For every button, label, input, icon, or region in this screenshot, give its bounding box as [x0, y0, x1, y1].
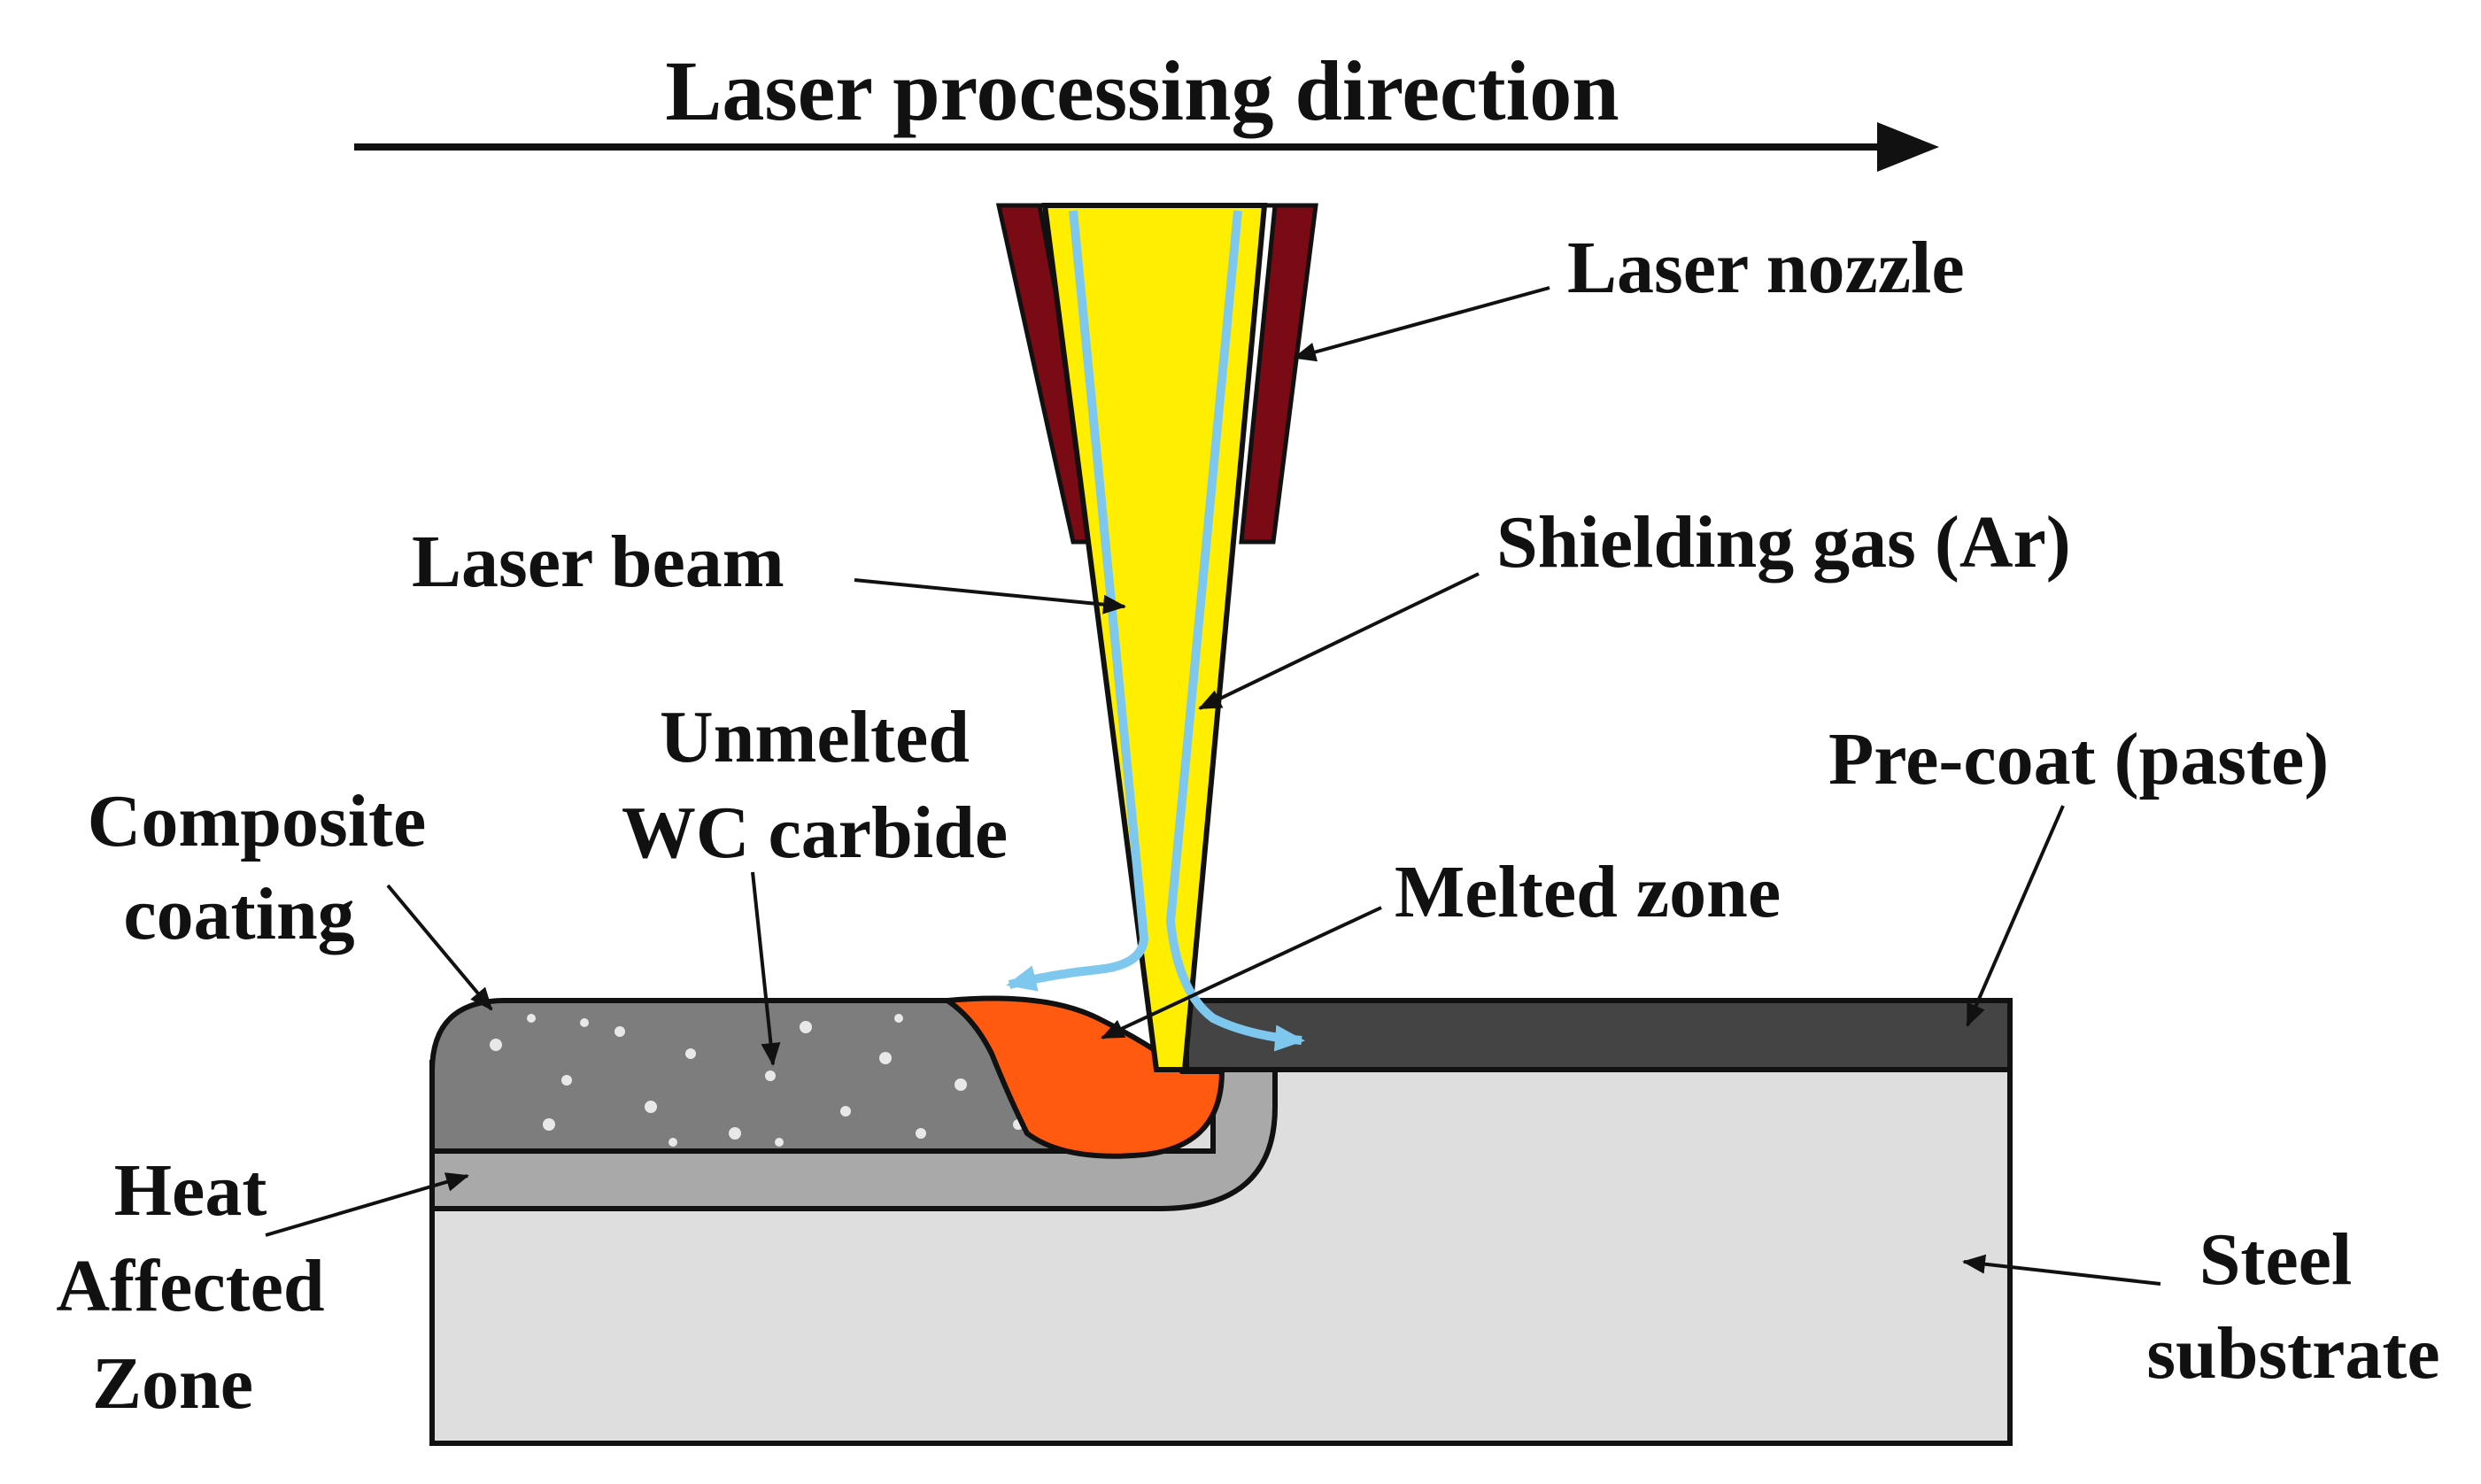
- pointer-unmelted-carbide: [751, 871, 781, 1066]
- label-laser-nozzle: Laser nozzle: [1567, 227, 1965, 309]
- label-haz-line2: Affected: [56, 1245, 324, 1327]
- melted-zone: [939, 995, 1225, 1159]
- direction-arrowhead: [1877, 122, 1939, 172]
- pointer-heat-affected-zone: [265, 1172, 469, 1237]
- label-composite-line1: Composite: [88, 780, 427, 862]
- shielding-gas-right-stream: [1165, 210, 1305, 1052]
- label-steel-line1: Steel: [2199, 1218, 2353, 1301]
- label-melted-zone: Melted zone: [1395, 851, 1781, 933]
- pointer-precoat: [1966, 805, 2065, 1027]
- label-unmelted-line1: Unmelted: [660, 696, 970, 778]
- label-composite-line2: coating: [123, 873, 354, 955]
- label-laser-beam: Laser beam: [412, 521, 784, 603]
- pointer-composite-coating: [386, 884, 493, 1011]
- pointer-melted-zone: [1101, 906, 1382, 1040]
- shielding-gas-left-stream: [1006, 210, 1149, 992]
- label-haz-line3: Zone: [92, 1342, 253, 1425]
- label-steel-line2: substrate: [2146, 1312, 2439, 1395]
- pointer-laser-nozzle: [1293, 286, 1550, 362]
- label-unmelted-line2: WC carbide: [622, 792, 1008, 874]
- precoat-paste: [1184, 998, 2013, 1072]
- composite-coating: [429, 998, 1159, 1154]
- pointer-steel-substrate: [1962, 1254, 2161, 1286]
- label-shielding-gas: Shielding gas (Ar): [1496, 501, 2071, 584]
- heat-affected-zone: [429, 1064, 1278, 1211]
- carbide-particles: [490, 1014, 1060, 1147]
- laser-beam: [1041, 203, 1268, 1072]
- direction-title: Laser processing direction: [665, 43, 1619, 138]
- pointer-laser-beam: [854, 578, 1126, 614]
- label-precoat: Pre-coat (paste): [1828, 718, 2329, 800]
- pointer-shielding-gas: [1198, 572, 1480, 710]
- label-haz-line1: Heat: [114, 1149, 267, 1232]
